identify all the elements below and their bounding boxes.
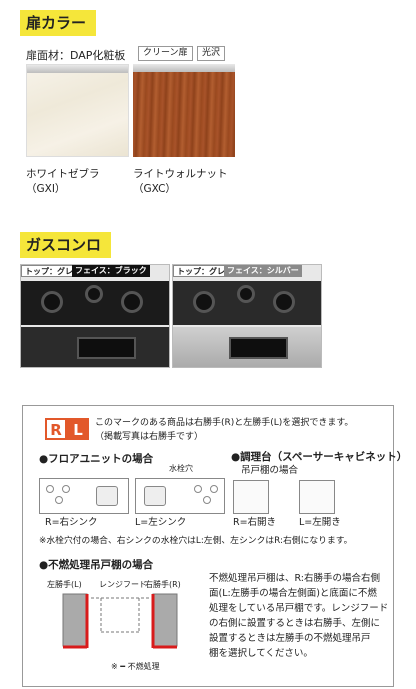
left-open-cabinet: [299, 480, 335, 514]
color-code-white: （GXI）: [26, 183, 66, 195]
stove-image-silver: [172, 264, 322, 368]
floor-unit-title: ●フロアユニットの場合: [39, 453, 154, 465]
stove-image-black: [20, 264, 170, 368]
color-code-walnut: （GXC）: [133, 183, 176, 195]
clean-door-tag: クリーン扉: [138, 46, 193, 61]
desc-line-5: 設置するときは左勝手の不燃処理吊戸: [209, 633, 371, 644]
desc-line-3: 処理をしている吊戸棚です。レンジフード: [209, 603, 389, 614]
left-hand-label: 左勝手(L): [47, 580, 82, 589]
range-hood-label: レンジフード: [99, 580, 147, 589]
right-hand-mark: R: [45, 418, 67, 440]
faucet-note: ※水栓穴付の場合、右シンクの水栓穴はL:左側、左シンクはR:右側になります。: [39, 536, 353, 546]
light-walnut-swatch: [133, 64, 235, 157]
mark-explanation: このマークのある商品は右勝手(R)と左勝手(L)を選択できます。: [95, 418, 354, 428]
desc-line-2: 面(L:左勝手の場合左側面)と底面に不燃: [209, 588, 377, 599]
left-hand-mark: L: [67, 418, 89, 440]
right-open-cabinet: [233, 480, 269, 514]
stove-left-face-label: フェイス：ブラック: [72, 265, 150, 277]
handedness-info-panel: R L このマークのある商品は右勝手(R)と左勝手(L)を選択できます。 （掲載…: [22, 405, 407, 687]
color-name-walnut: ライトウォルナット: [133, 168, 228, 180]
gas-stove-heading: ガスコンロ: [20, 232, 112, 258]
nonflammable-diagram: [62, 593, 178, 649]
mark-note: （掲載写真は右勝手です）: [95, 432, 204, 442]
right-sink-unit: [39, 478, 129, 514]
color-name-white: ホワイトゼブラ: [26, 168, 100, 180]
white-zebra-swatch: [26, 64, 129, 157]
counter-title: ●調理台（スペーサーキャビネット）: [231, 451, 408, 463]
faucet-hole-label: 水栓穴: [169, 464, 193, 473]
nonflammable-title: ●不燃処理吊戸棚の場合: [39, 559, 154, 571]
desc-line-4: の右側に設置するときは右勝手、左側に: [209, 618, 381, 629]
left-sink-unit: [135, 478, 225, 514]
left-open-label: L=左開き: [299, 517, 341, 528]
desc-line-1: 不燃処理吊戸棚は、R:右勝手の場合右側: [209, 573, 381, 584]
counter-subtitle: 吊戸棚の場合: [241, 465, 299, 476]
right-open-label: R=右開き: [233, 517, 277, 528]
stove-right-face-label: フェイス：シルバー: [224, 265, 302, 277]
nonflammable-legend: ※ ━ 不燃処理: [111, 662, 160, 671]
door-color-heading: 扉カラー: [20, 10, 97, 36]
right-hand-label: 右勝手(R): [145, 580, 181, 589]
left-sink-label: L=左シンク: [135, 517, 187, 528]
desc-line-6: 棚を選択してください。: [209, 648, 313, 659]
gloss-tag: 光沢: [197, 46, 226, 61]
door-material-label: 扉面材：DAP化粧板: [26, 49, 126, 62]
right-sink-label: R=右シンク: [45, 517, 98, 528]
